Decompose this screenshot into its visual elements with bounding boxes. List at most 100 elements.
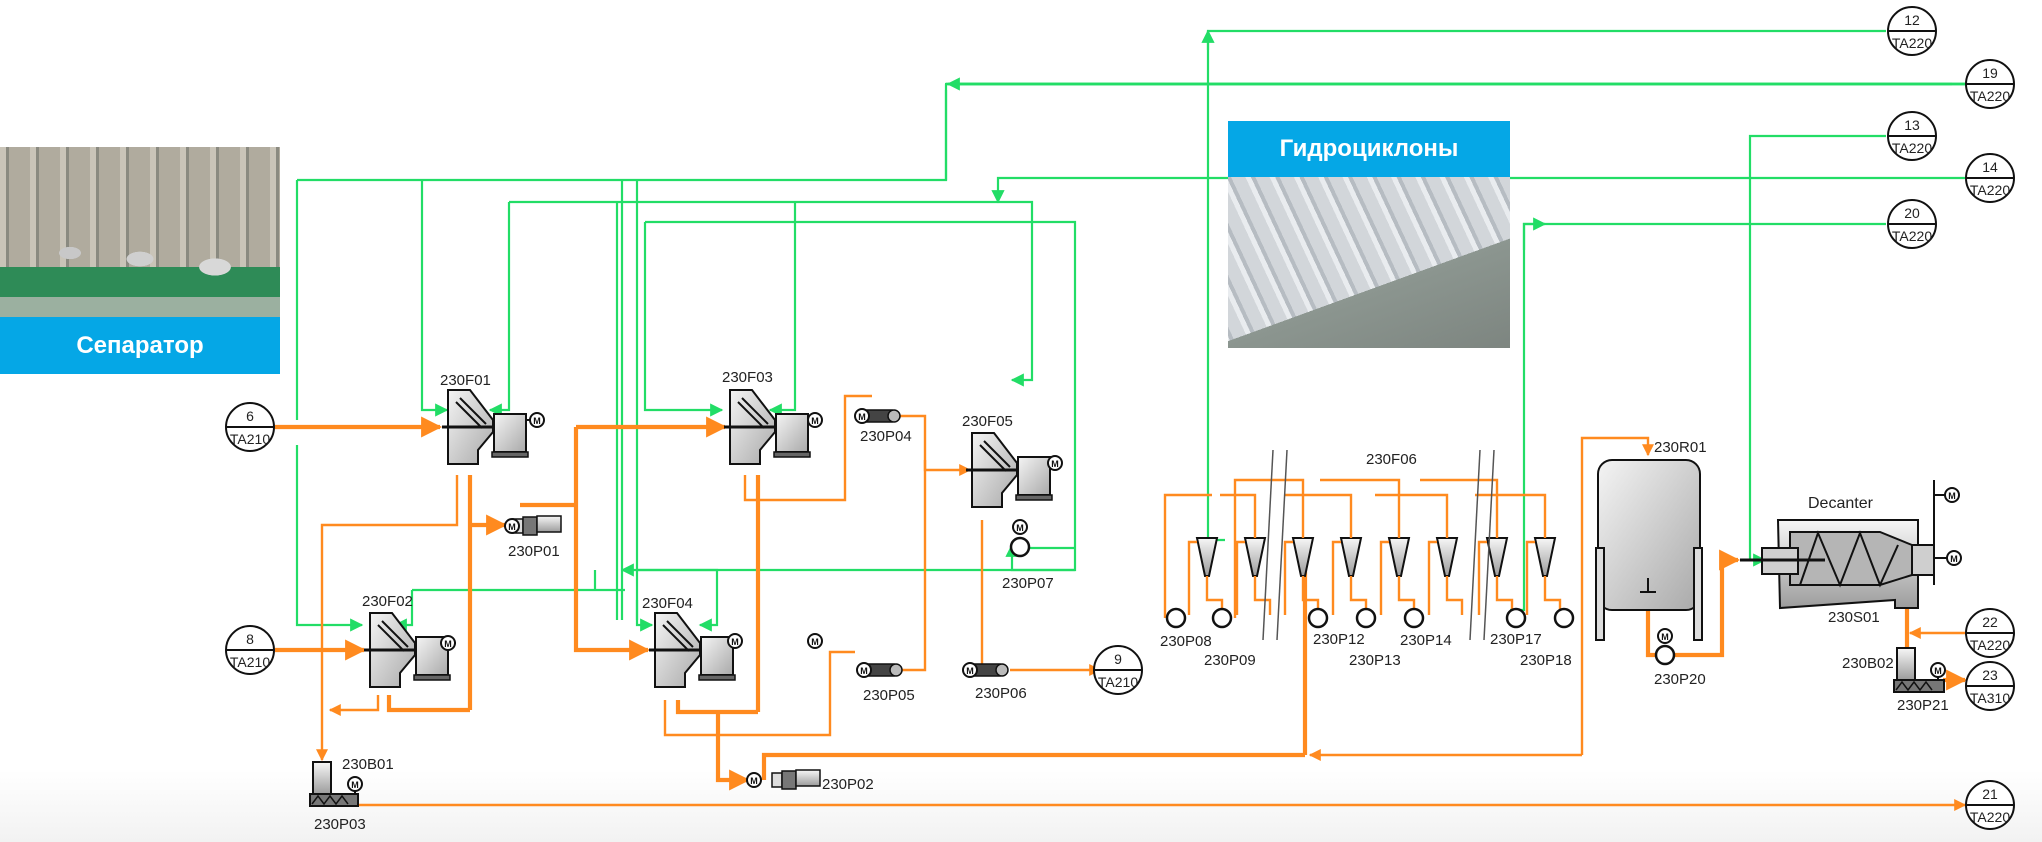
centrifugal-pump-icon bbox=[1355, 607, 1377, 629]
break-mark bbox=[1262, 449, 1274, 641]
motor-icon: M bbox=[807, 633, 823, 649]
label-230P06: 230P06 bbox=[975, 685, 1027, 702]
label-230P01: 230P01 bbox=[508, 543, 560, 560]
screw-pump-icon bbox=[865, 409, 901, 423]
hydrocyclone-battery-photo bbox=[1228, 177, 1510, 348]
motor-icon: M bbox=[727, 633, 743, 649]
label-230P02: 230P02 bbox=[822, 776, 874, 793]
connector-code: TA220 bbox=[1892, 35, 1932, 51]
separator-230F01 bbox=[442, 389, 534, 465]
hydrocyclones-photo-card: Гидроциклоны bbox=[1228, 121, 1510, 348]
motor-icon: M bbox=[1930, 662, 1946, 678]
centrifugal-pump-icon bbox=[1211, 607, 1233, 629]
motor-pump-icon bbox=[512, 515, 562, 536]
separator-230F03 bbox=[724, 389, 816, 465]
motor-pump-icon bbox=[771, 769, 821, 790]
connector-code: TA210 bbox=[1098, 674, 1138, 690]
motor-icon: M bbox=[1657, 628, 1673, 644]
motor-icon: M bbox=[1047, 455, 1063, 471]
svg-text:M: M bbox=[860, 666, 868, 676]
hydrocyclone-icon bbox=[1427, 537, 1464, 615]
screw-pump-icon bbox=[973, 663, 1009, 677]
connector-number: 21 bbox=[1982, 786, 1998, 802]
bin-230B02-screw-230P21 bbox=[1893, 647, 1945, 693]
connector-number: 22 bbox=[1982, 614, 1998, 630]
label-230F03: 230F03 bbox=[722, 369, 773, 386]
bin-230B01-screw-230P03 bbox=[309, 761, 359, 807]
connector-code: TA210 bbox=[230, 654, 270, 670]
svg-text:M: M bbox=[811, 637, 819, 647]
hydrocyclones-banner: Гидроциклоны bbox=[1228, 121, 1510, 177]
centrifugal-pump-icon bbox=[1009, 536, 1031, 558]
label-230B02: 230B02 bbox=[1842, 655, 1894, 672]
label-230P12: 230P12 bbox=[1313, 631, 1365, 648]
svg-text:M: M bbox=[508, 522, 516, 532]
svg-text:M: M bbox=[1016, 523, 1024, 533]
break-mark bbox=[1469, 449, 1481, 641]
svg-text:M: M bbox=[750, 776, 758, 786]
centrifugal-pump-icon bbox=[1403, 607, 1425, 629]
label-230B01: 230B01 bbox=[342, 756, 394, 773]
connector-code: TA220 bbox=[1892, 228, 1932, 244]
motor-icon: M bbox=[854, 408, 870, 424]
motor-icon: M bbox=[529, 412, 545, 428]
motor-icon: M bbox=[1946, 550, 1962, 566]
svg-text:M: M bbox=[1051, 459, 1059, 469]
connector-number: 8 bbox=[246, 631, 254, 647]
hydrocyclone-icon bbox=[1477, 537, 1514, 615]
svg-text:M: M bbox=[1948, 491, 1956, 501]
connector-number: 14 bbox=[1982, 159, 1998, 175]
label-230P17: 230P17 bbox=[1490, 631, 1542, 648]
svg-text:M: M bbox=[1934, 666, 1942, 676]
label-230F04: 230F04 bbox=[642, 595, 693, 612]
break-mark bbox=[1276, 449, 1288, 641]
hydrocyclone-icon bbox=[1283, 537, 1320, 615]
motor-icon: M bbox=[347, 776, 363, 792]
svg-text:M: M bbox=[533, 416, 541, 426]
centrifugal-pump-icon bbox=[1553, 607, 1575, 629]
connector-number: 6 bbox=[246, 408, 254, 424]
separator-photo-card: Сепаратор bbox=[0, 147, 280, 374]
svg-text:M: M bbox=[1950, 554, 1958, 564]
connector-number: 23 bbox=[1982, 667, 1998, 683]
water-lines bbox=[295, 29, 1965, 632]
label-230F05: 230F05 bbox=[962, 413, 1013, 430]
label-230P20: 230P20 bbox=[1654, 671, 1706, 688]
hydrocyclone-icon bbox=[1187, 537, 1224, 615]
connector-number: 13 bbox=[1904, 117, 1920, 133]
label-decanter: Decanter bbox=[1808, 495, 1874, 512]
screw-pump-icon bbox=[867, 663, 903, 677]
label-230F01: 230F01 bbox=[440, 372, 491, 389]
break-mark bbox=[1483, 449, 1495, 641]
connector-code: TA220 bbox=[1892, 140, 1932, 156]
label-230P03: 230P03 bbox=[314, 816, 366, 833]
separator-230F04 bbox=[649, 612, 741, 688]
centrifugal-pump-icon bbox=[1505, 607, 1527, 629]
label-230P09: 230P09 bbox=[1204, 652, 1256, 669]
label-230F02: 230F02 bbox=[362, 593, 413, 610]
connector-number: 20 bbox=[1904, 205, 1920, 221]
svg-text:M: M bbox=[966, 666, 974, 676]
connector-number: 12 bbox=[1904, 12, 1920, 28]
centrifugal-pump-icon bbox=[1165, 607, 1187, 629]
label-230P18: 230P18 bbox=[1520, 652, 1572, 669]
connector-code: TA310 bbox=[1970, 690, 2010, 706]
motor-icon: M bbox=[962, 662, 978, 678]
connector-code: TA220 bbox=[1970, 182, 2010, 198]
connector-code: TA220 bbox=[1970, 88, 2010, 104]
svg-text:M: M bbox=[351, 780, 359, 790]
label-230P14: 230P14 bbox=[1400, 632, 1452, 649]
label-230P07: 230P07 bbox=[1002, 575, 1054, 592]
